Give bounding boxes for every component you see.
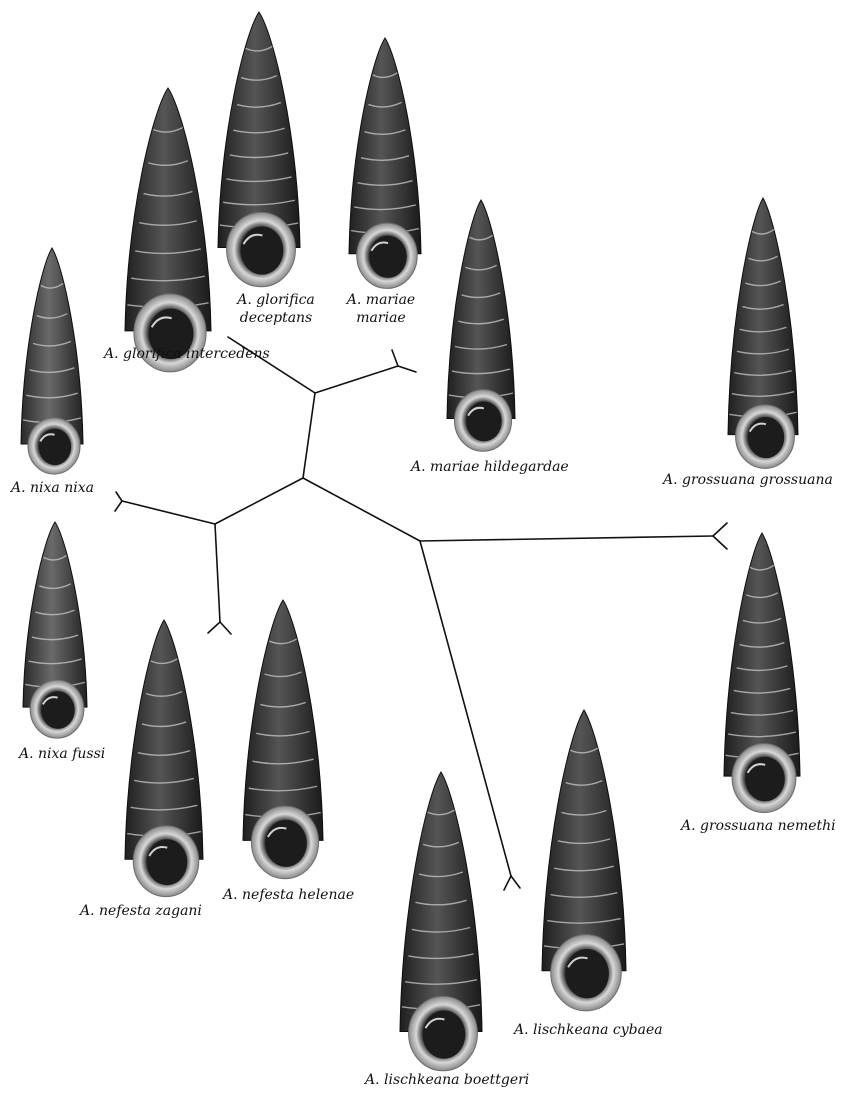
label-glorifica-deceptans: A. glorifica deceptans	[236, 291, 316, 327]
shell-nixa-fussi	[23, 522, 87, 738]
shell-nefesta-helenae	[243, 600, 323, 879]
shell-nixa-nixa	[21, 248, 83, 474]
shell-body	[243, 600, 323, 840]
shell-grossuana-grossuana	[728, 198, 798, 468]
label-grossuana-grossuana: A. grossuana grossuana	[663, 472, 833, 488]
shell-body	[125, 620, 203, 859]
label-nixa-fussi: A. nixa fussi	[19, 746, 105, 762]
shell-aperture-inner	[39, 429, 71, 465]
shell-nefesta-zagani	[125, 620, 203, 897]
shell-body	[447, 200, 515, 418]
shell-aperture-inner	[265, 820, 307, 867]
label-mariae-mariae-line2: mariae	[346, 309, 416, 327]
shell-aperture-inner	[41, 691, 74, 729]
shell-aperture-inner	[423, 1010, 466, 1058]
label-mariae-hildegardae: A. mariae hildegardae	[411, 459, 569, 475]
shell-aperture-inner	[369, 236, 406, 278]
shell-aperture-inner	[147, 839, 188, 885]
shell-grossuana-nemethi	[724, 533, 800, 813]
label-lischkeana-cybaea: A. lischkeana cybaea	[514, 1022, 663, 1038]
shell-body	[349, 38, 421, 254]
label-nefesta-zagani: A. nefesta zagani	[80, 903, 202, 919]
shell-aperture-inner	[241, 226, 284, 274]
shell-aperture-inner	[748, 417, 784, 458]
label-glorifica-intercedens: A. glorifica intercedens	[104, 346, 270, 362]
label-nefesta-helenae: A. nefesta helenae	[223, 887, 354, 903]
shell-glorifica-intercedens	[125, 88, 211, 372]
shell-aperture-inner	[745, 757, 785, 802]
shell-body	[400, 772, 482, 1032]
label-grossuana-nemethi: A. grossuana nemethi	[681, 818, 836, 834]
shell-aperture-inner	[565, 949, 609, 998]
label-mariae-mariae: A. mariae mariae	[346, 291, 416, 327]
label-nixa-nixa: A. nixa nixa	[11, 480, 94, 496]
shell-body	[542, 710, 626, 971]
phylogenetic-tree	[115, 337, 727, 890]
shell-mariae-hildegardae	[447, 200, 515, 451]
shell-glorifica-deceptans	[218, 12, 300, 287]
label-mariae-mariae-line1: A. mariae	[346, 291, 416, 309]
shell-lischkeana-boettgeri	[400, 772, 482, 1071]
label-glorifica-deceptans-line1: A. glorifica	[236, 291, 316, 309]
label-lischkeana-boettgeri: A. lischkeana boettgeri	[365, 1072, 529, 1088]
shell-mariae-mariae	[349, 38, 421, 288]
shell-lischkeana-cybaea	[542, 710, 626, 1011]
label-glorifica-deceptans-line2: deceptans	[236, 309, 316, 327]
